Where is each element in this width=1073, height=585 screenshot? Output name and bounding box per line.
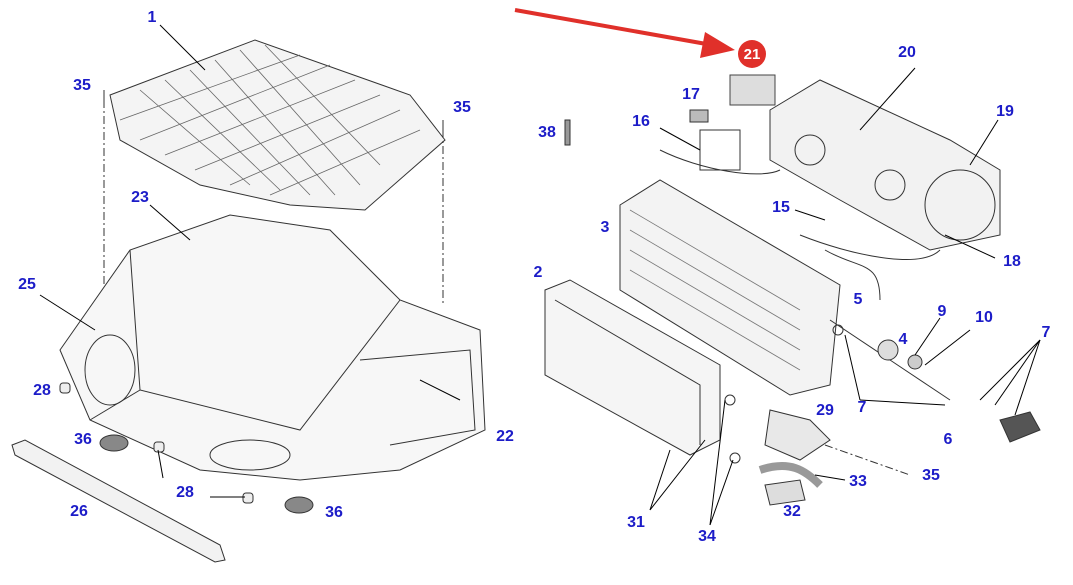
label-29: 29	[816, 402, 834, 419]
label-25: 25	[18, 276, 36, 293]
highlight-arrow	[514, 8, 735, 58]
label-35: 35	[453, 99, 471, 116]
label-31: 31	[627, 514, 645, 531]
part-1-top-grille	[109, 39, 446, 211]
label-7: 7	[1041, 324, 1051, 341]
label-32: 32	[783, 503, 801, 520]
label-15: 15	[772, 199, 790, 216]
label-9: 9	[937, 303, 947, 320]
label-5: 5	[853, 291, 863, 308]
label-3: 3	[600, 219, 610, 236]
label-35: 35	[922, 467, 940, 484]
label-23: 23	[131, 189, 149, 206]
label-6: 6	[943, 431, 953, 448]
label-20: 20	[898, 44, 916, 61]
label-21-highlighted-badge: 21	[738, 40, 766, 68]
part-3-evaporator	[619, 179, 841, 396]
part-20-blower	[769, 79, 1001, 251]
label-22: 22	[496, 428, 514, 445]
label-36: 36	[74, 431, 92, 448]
label-34: 34	[698, 528, 716, 545]
part-21-resistor	[729, 74, 776, 106]
label-17: 17	[682, 86, 700, 103]
part-26-bar	[11, 439, 226, 563]
part-25-housing	[59, 214, 486, 481]
label-1: 1	[147, 9, 157, 26]
label-18: 18	[1003, 253, 1021, 270]
label-28: 28	[33, 382, 51, 399]
label-36: 36	[325, 504, 343, 521]
label-26: 26	[70, 503, 88, 520]
label-28: 28	[176, 484, 194, 501]
label-2: 2	[533, 264, 543, 281]
label-4: 4	[898, 331, 908, 348]
label-16: 16	[632, 113, 650, 130]
label-38: 38	[538, 124, 556, 141]
label-33: 33	[849, 473, 867, 490]
label-10: 10	[975, 309, 993, 326]
label-35: 35	[73, 77, 91, 94]
label-7: 7	[857, 399, 867, 416]
label-19: 19	[996, 103, 1014, 120]
